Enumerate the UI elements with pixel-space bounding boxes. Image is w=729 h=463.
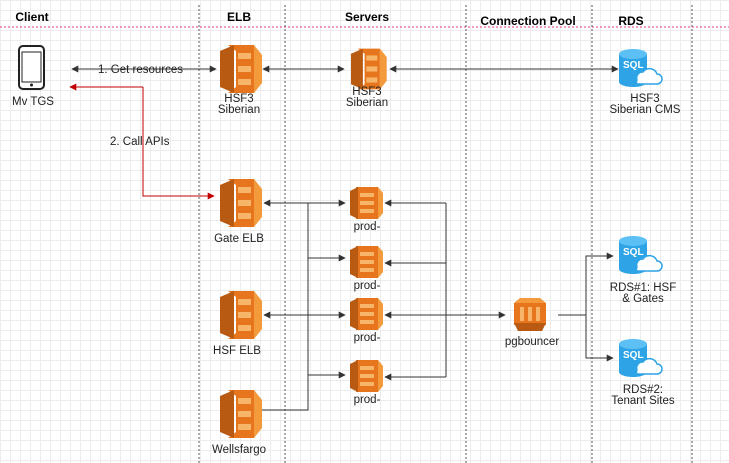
header-connection-pool: Connection Pool	[480, 14, 575, 28]
rds-cms-label-2: Siberian CMS	[610, 104, 681, 116]
svg-text:SQL: SQL	[623, 350, 644, 361]
get-resources-label: 1. Get resources	[98, 64, 183, 76]
rds-1-label-2: & Gates	[622, 293, 664, 305]
elb-hsf3-label-1: HSF3	[224, 93, 253, 105]
server-prod-4-icon	[350, 360, 383, 392]
client-label: Mv TGS	[12, 96, 54, 108]
server-hsf3-label-2: Siberian	[346, 97, 388, 109]
phone-icon	[18, 45, 45, 90]
server-hsf3-label-1: HSF3	[352, 86, 381, 98]
server-prod-3-label: prod-	[354, 332, 381, 344]
connectors	[69, 65, 619, 411]
server-prod-1-label: prod-	[354, 221, 381, 233]
svg-text:SQL: SQL	[623, 60, 644, 71]
rds-2-db-icon: SQL	[618, 338, 663, 378]
rds-cms-db-icon: SQL	[618, 48, 663, 88]
lane-separators	[198, 5, 693, 463]
header-rds: RDS	[618, 14, 643, 28]
server-hsf3-icon	[351, 48, 387, 90]
server-prod-3-icon	[350, 298, 383, 330]
server-prod-2-icon	[350, 246, 383, 278]
call-apis-label: 2. Call APIs	[110, 136, 170, 148]
gate-elb-label: Gate ELB	[214, 233, 264, 245]
server-prod-1-icon	[350, 187, 383, 219]
pgbouncer-label: pgbouncer	[505, 336, 560, 348]
svg-text:SQL: SQL	[623, 247, 644, 258]
header-elb: ELB	[227, 10, 251, 24]
elb-hsf3-icon	[220, 45, 262, 93]
wellsfargo-elb-label: Wellsfargo	[212, 444, 266, 456]
hsf-elb-icon	[220, 291, 262, 339]
rds-cms-label-1: HSF3	[630, 93, 659, 105]
header-client: Client	[15, 10, 48, 24]
gate-elb-icon	[220, 179, 262, 227]
rds-2-label-2: Tenant Sites	[611, 395, 675, 407]
wellsfargo-elb-icon	[220, 390, 262, 438]
rds-1-db-icon: SQL	[618, 235, 663, 275]
rds-1-label-1: RDS#1: HSF	[610, 282, 676, 294]
hsf-elb-label: HSF ELB	[213, 345, 261, 357]
rds-2-label-1: RDS#2:	[623, 384, 663, 396]
pgbouncer-icon	[514, 298, 546, 331]
elb-hsf3-label-2: Siberian	[218, 104, 260, 116]
header-servers: Servers	[345, 10, 389, 24]
server-prod-2-label: prod-	[354, 280, 381, 292]
server-prod-4-label: prod-	[354, 394, 381, 406]
